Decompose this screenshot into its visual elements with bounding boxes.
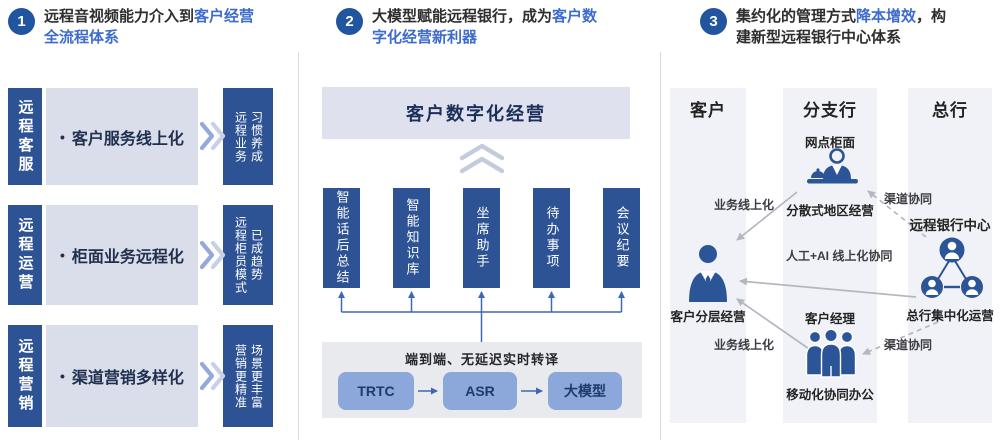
double-chevron-icon-row1 (199, 121, 226, 151)
customer-person-icon-svg (689, 245, 727, 302)
left-row-3-category-label: 远程营销 (16, 338, 34, 414)
pillar-2: 智能知识库 (393, 188, 430, 288)
chevron-up-icon (459, 143, 505, 174)
left-row-1-category: 远程客服 (8, 88, 42, 185)
section-3-title: 集约化的管理方式降本增效，构建新型远程银行中心体系 (736, 6, 961, 48)
network-people-icon-svg (921, 237, 983, 298)
left-row-3-result-col1: 营销更精准 (233, 343, 248, 409)
double-chevron-icon-row3 (199, 361, 226, 391)
branch-counter-label: 网点柜面 (804, 136, 855, 150)
left-row-3-result: 营销更精准场景更丰富 (223, 325, 273, 427)
section-3-title-highlight: 降本增效 (856, 8, 917, 25)
left-row-3-item: • 渠道营销多样化 (46, 325, 198, 427)
teller-desk-icon (802, 148, 862, 190)
branch-top-caption: 分散式地区经营 (786, 204, 874, 218)
pillar-3-label: 坐席助手 (474, 206, 490, 270)
pillar-5: 会议纪要 (603, 188, 640, 288)
section-divider-2 (660, 52, 661, 440)
section-2-title-pre: 大模型赋能远程银行，成为 (372, 8, 553, 25)
section-3-title-pre: 集约化的管理方式 (736, 8, 857, 25)
step-3-badge: 3 (700, 8, 727, 35)
column-customer-header: 客户 (690, 101, 726, 120)
bullet-icon: • (60, 128, 65, 145)
customer-caption: 客户分层经营 (670, 310, 746, 324)
team-people-icon (804, 328, 858, 378)
left-row-1-item-label: 客户服务线上化 (71, 130, 184, 148)
left-row-2-result-col2: 已成趋势 (249, 229, 264, 281)
headquarters-caption: 总行集中化运营 (906, 309, 994, 323)
section-1-title-highlight: 客户经营全流程体系 (44, 8, 255, 46)
step-asr-label: ASR (465, 383, 495, 399)
pillar-connector-lines (338, 291, 625, 342)
remote-bank-center-label: 远程银行中心 (909, 218, 991, 233)
left-row-1-result: 远程业务习惯养成 (223, 88, 273, 185)
branch-bottom-caption: 移动化协同办公 (786, 388, 874, 402)
arrow-label-biz-online-bottom: 业务线上化 (714, 338, 775, 352)
left-row-1-category-label: 远程客服 (16, 98, 34, 175)
middle-title-box: 客户数字化经营 (322, 87, 630, 139)
account-manager-label: 客户经理 (804, 312, 855, 326)
pillar-3: 坐席助手 (463, 188, 500, 288)
step-asr: ASR (443, 372, 517, 410)
team-people-icon-svg (805, 328, 857, 378)
left-row-2-item: • 柜面业务远程化 (46, 205, 198, 305)
teller-desk-icon-svg (807, 148, 858, 184)
left-row-1-result-col2: 习惯养成 (249, 110, 264, 163)
customer-person-icon (687, 244, 729, 302)
section-1-title-pre: 远程音视频能力介入到 (44, 8, 195, 25)
section-divider-1 (298, 52, 299, 440)
step-2-badge: 2 (336, 8, 363, 35)
section-2-title-highlight: 客户数字化经营新利器 (372, 8, 598, 46)
step-llm: 大模型 (548, 372, 622, 410)
column-headquarters-header: 总行 (932, 101, 968, 120)
arrow-label-biz-online-top: 业务线上化 (714, 198, 775, 212)
pillar-1: 智能话后总结 (323, 188, 360, 288)
left-row-2-result: 远程柜员模式已成趋势 (223, 205, 273, 305)
column-branch-header: 分支行 (803, 101, 857, 120)
pillar-4: 待办事项 (533, 188, 570, 288)
left-row-2-item-label: 柜面业务远程化 (71, 249, 184, 266)
bullet-icon: • (60, 368, 65, 384)
section-1-title: 远程音视频能力介入到客户经营全流程体系 (44, 6, 262, 48)
arrow-label-channel-top: 渠道协同 (884, 192, 933, 206)
left-row-2-category: 远程运营 (8, 205, 42, 305)
section-2-title: 大模型赋能远程银行，成为客户数字化经营新利器 (372, 6, 612, 48)
pillar-4-label: 待办事项 (544, 206, 560, 270)
double-chevron-icon-row2 (199, 240, 226, 270)
step-llm-label: 大模型 (564, 383, 606, 399)
left-row-3-item-label: 渠道营销多样化 (71, 370, 184, 387)
network-people-icon (918, 236, 986, 304)
step-trtc: TRTC (338, 372, 414, 410)
pipeline-title: 端到端、无延迟实时转译 (404, 352, 559, 367)
left-row-3-category: 远程营销 (8, 325, 42, 427)
left-row-1-item: • 客户服务线上化 (46, 88, 198, 185)
left-row-1-result-col1: 远程业务 (233, 110, 248, 163)
step-trtc-label: TRTC (357, 383, 395, 399)
step-1-badge: 1 (8, 8, 35, 35)
pillar-2-label: 智能知识库 (404, 198, 420, 278)
arrow-label-ai-collab: 人工+AI 线上化协同 (786, 249, 893, 263)
left-row-2-category-label: 远程运营 (16, 217, 34, 293)
arrow-label-channel-bottom: 渠道协同 (884, 338, 933, 352)
pillar-5-label: 会议纪要 (614, 206, 630, 270)
left-row-3-result-col2: 场景更丰富 (249, 343, 264, 409)
pillar-1-label: 智能话后总结 (334, 190, 350, 286)
middle-title-label: 客户数字化经营 (406, 104, 546, 124)
left-row-2-result-col1: 远程柜员模式 (233, 216, 248, 294)
section-3-title-post: ，构建新型远程银行中心体系 (736, 8, 947, 46)
bullet-icon: • (60, 247, 65, 263)
